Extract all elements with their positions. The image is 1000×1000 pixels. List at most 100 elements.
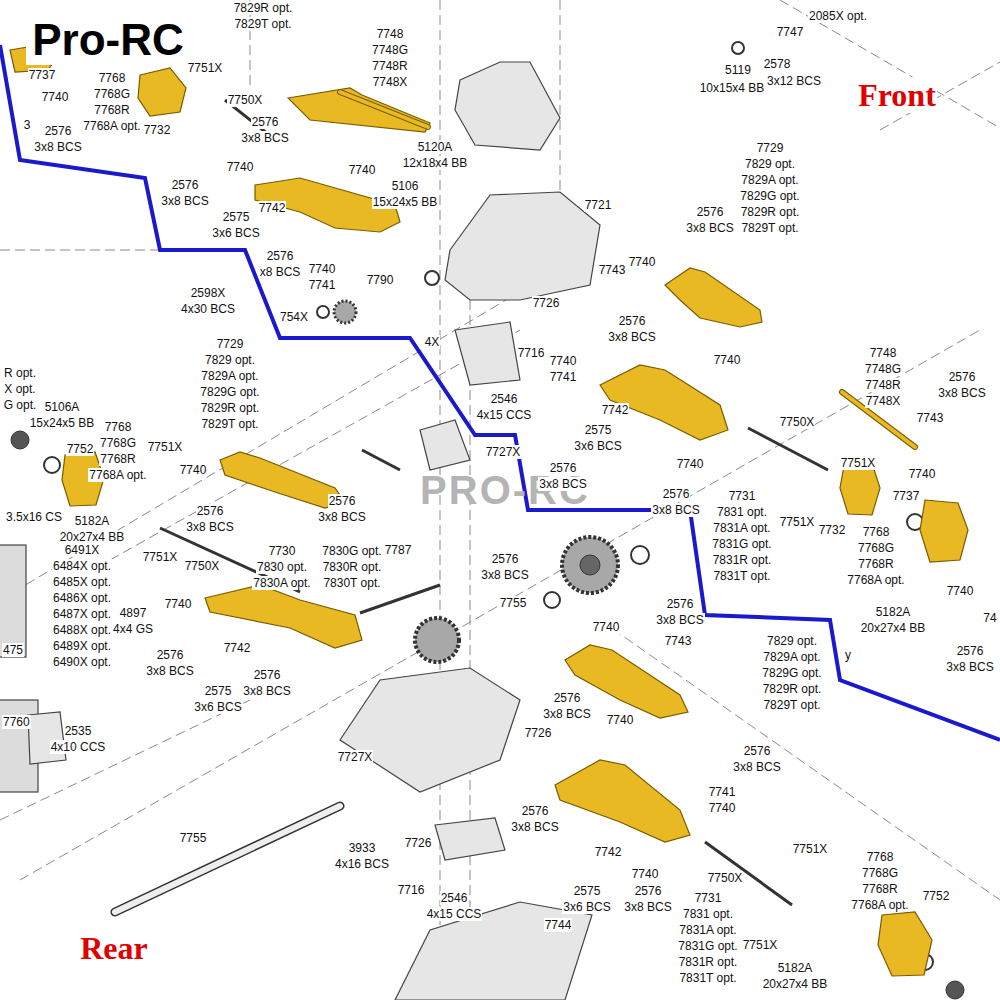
chassis-part [455, 62, 560, 150]
callout-number: 3x6 BCS [193, 700, 242, 714]
long-shaft [115, 806, 340, 912]
bearing [44, 457, 60, 473]
callout-number: 3x8 BCS [480, 568, 529, 582]
suspension-arm [600, 365, 728, 440]
callout-number: 2576 [251, 115, 280, 129]
callout-number: 2576 [553, 691, 582, 705]
gear [334, 301, 356, 323]
callout-number: 7727X [337, 750, 374, 764]
callout-number: 2576 [253, 668, 282, 682]
steering-knuckle [920, 500, 968, 562]
callout-number: 7750X [184, 559, 221, 573]
callout-number: 2576 [696, 205, 725, 219]
callout-number: 754X [279, 310, 309, 324]
callout-number: 2575 [222, 210, 251, 224]
callout-number: 7740 [713, 353, 742, 367]
callout-number: 2598X [190, 286, 227, 300]
construction-line [600, 620, 1000, 900]
callout-number: 7740 [631, 867, 660, 881]
suspension-arm [220, 452, 345, 508]
callout-number: 15x24x5 BB [372, 195, 439, 209]
construction-line [0, 700, 250, 820]
driveshaft [362, 450, 400, 470]
callout-number: 7742 [594, 845, 623, 859]
callout-number: 7747 [776, 25, 805, 39]
callout-number: 7831T opt. [712, 569, 771, 583]
callout-number: 7829R opt. [740, 205, 801, 219]
callout-number: 7744 [544, 918, 573, 932]
callout-number: 6489X opt. [52, 639, 112, 653]
callout-number: 3x6 BCS [562, 900, 611, 914]
driveshaft [160, 100, 828, 905]
callout-number: 7748R [864, 378, 901, 392]
callout-number: 7831A opt. [712, 521, 771, 535]
suspension-arm [205, 585, 362, 648]
callout-number: 7743 [916, 411, 945, 425]
callout-number: 7726 [404, 836, 433, 850]
callout-number: 4x15 CCS [426, 907, 483, 921]
callout-number: 7740 [676, 457, 705, 471]
gear [11, 431, 29, 449]
callout-number: 7748 [376, 27, 405, 41]
callout-number: R opt. [3, 366, 37, 380]
long-shaft [115, 806, 340, 912]
callout-number: 7751X [147, 440, 184, 454]
callout-number: 5106A [44, 400, 81, 414]
callout-number: 20x27x4 BB [860, 621, 927, 635]
gear [946, 981, 964, 999]
callout-number: 7742 [258, 201, 287, 215]
callout-number: 7751X [840, 456, 877, 470]
callout-number: 2576 [44, 124, 73, 138]
callout-number: 7829A opt. [740, 173, 799, 187]
callout-number: 4x16 BCS [334, 857, 390, 871]
callout-number: 7768R [93, 103, 130, 117]
callout-number: 2575 [573, 884, 602, 898]
callout-number: 3x8 BCS [945, 660, 994, 674]
callout-number: 7768A opt. [846, 573, 905, 587]
callout-number: 7740 [606, 713, 635, 727]
callout-number: 7768A opt. [88, 468, 147, 482]
callout-number: 7830G opt. [321, 544, 382, 558]
callout-number: 2576 [666, 597, 695, 611]
callout-number: 7750X [227, 93, 264, 107]
suspension-arm [555, 760, 690, 842]
callout-number: 7760 [2, 715, 31, 729]
callout-number: 475 [2, 643, 24, 657]
callout-number: 7742 [223, 641, 252, 655]
callout-number: 6491X [64, 543, 101, 557]
toe-link-core [842, 392, 915, 447]
callout-number: 3x8 BCS [185, 520, 234, 534]
callout-number: 7829 opt. [744, 157, 796, 171]
callout-number: 7829T opt. [233, 17, 292, 31]
callout-number: 7829G opt. [199, 385, 260, 399]
callout-number: 4x10 CCS [50, 740, 107, 754]
callout-number: 7748 [869, 346, 898, 360]
brand-logo: Pro-RC [26, 15, 190, 65]
callout-number: 7743 [664, 634, 693, 648]
callout-number: 2576 [156, 648, 185, 662]
callout-number: 3x6 BCS [573, 439, 622, 453]
callout-number: 7830 opt. [256, 560, 308, 574]
callout-number: 7750X [779, 415, 816, 429]
callout-number: 7831R opt. [712, 553, 773, 567]
callout-number: 20x27x4 BB [59, 530, 126, 544]
callout-number: 3x8 BCS [33, 140, 82, 154]
callout-number: 7755 [179, 831, 208, 845]
callout-number: 7740 [164, 597, 193, 611]
callout-number: 15x24x5 BB [29, 416, 96, 430]
chassis-part [435, 818, 505, 860]
toe-link [340, 92, 428, 127]
callout-number: 2576 [491, 552, 520, 566]
callout-number: 3x8 BCS [240, 131, 289, 145]
callout-number: 7831 opt. [716, 505, 768, 519]
callout-number: 7740 [708, 801, 737, 815]
construction-line [110, 330, 520, 560]
callout-number: 7787 [384, 543, 413, 557]
callout-number: 7790 [366, 273, 395, 287]
callout-number: 7768 [866, 850, 895, 864]
callout-number: 3x8 BCS [317, 510, 366, 524]
callout-number: 2576 [328, 494, 357, 508]
callout-number: 7831T opt. [678, 971, 737, 985]
callout-number: 7716 [517, 346, 546, 360]
callout-number: 7829T opt. [740, 221, 799, 235]
